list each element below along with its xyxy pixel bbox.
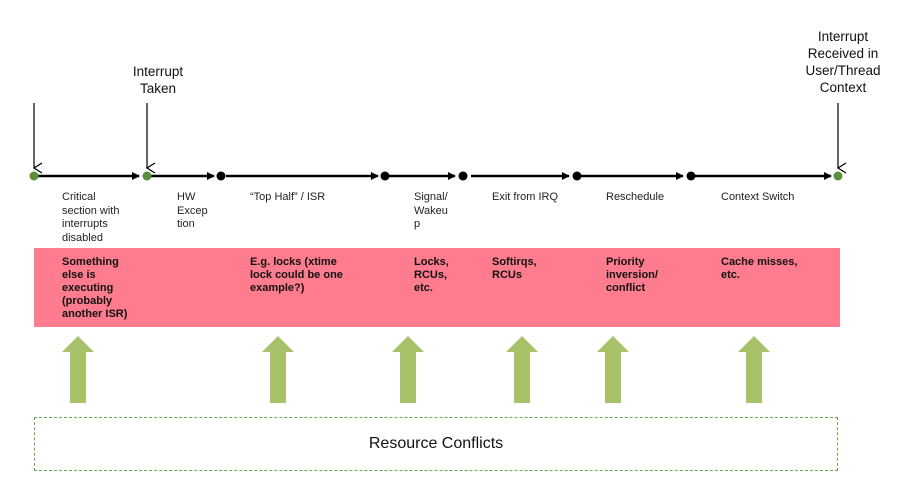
up-arrow-4	[506, 336, 538, 403]
stage-hw-exception: HW Excep tion	[177, 191, 208, 230]
resource-conflicts-label: Resource Conflicts	[368, 435, 504, 452]
node-interrupt-taken	[142, 171, 152, 181]
up-arrow-2	[262, 336, 294, 403]
conflict-critical-section: Something else is executing (probably an…	[62, 256, 128, 320]
conflict-context-switch: Cache misses, etc.	[721, 256, 798, 281]
up-arrow-3	[392, 336, 424, 403]
node-hw-exception-end	[216, 171, 226, 181]
conflict-signal: Locks, RCUs, etc.	[414, 256, 449, 294]
node-reschedule-end	[686, 171, 696, 181]
stage-critical-section: Critical section with interrupts disable…	[62, 191, 120, 244]
conflict-isr: E.g. locks (xtime lock could be one exam…	[250, 256, 343, 294]
conflict-band	[34, 248, 840, 327]
up-arrow-6	[738, 336, 770, 403]
resource-conflicts-box: Resource Conflicts	[34, 417, 838, 471]
interrupt-received-label: Interrupt Received in User/Thread Contex…	[805, 29, 881, 95]
stage-reschedule: Reschedule	[606, 191, 665, 203]
stage-top-half-isr: “Top Half” / ISR	[250, 191, 326, 203]
node-start	[29, 171, 39, 181]
conflict-exit-irq: Softirqs, RCUs	[492, 256, 537, 281]
node-exit-irq-end	[572, 171, 582, 181]
stage-signal-wakeup: Signal/ Wakeu p	[414, 191, 448, 230]
up-arrow-5	[597, 336, 629, 403]
node-isr-end	[380, 171, 390, 181]
stage-exit-irq: Exit from IRQ	[492, 191, 559, 203]
stage-context-switch: Context Switch	[721, 191, 795, 203]
node-interrupt-received	[833, 171, 843, 181]
interrupt-taken-label: Interrupt Taken	[132, 64, 184, 96]
conflict-reschedule: Priority inversion/ conflict	[606, 256, 658, 294]
node-signal-end	[458, 171, 468, 181]
up-arrow-1	[62, 336, 94, 403]
